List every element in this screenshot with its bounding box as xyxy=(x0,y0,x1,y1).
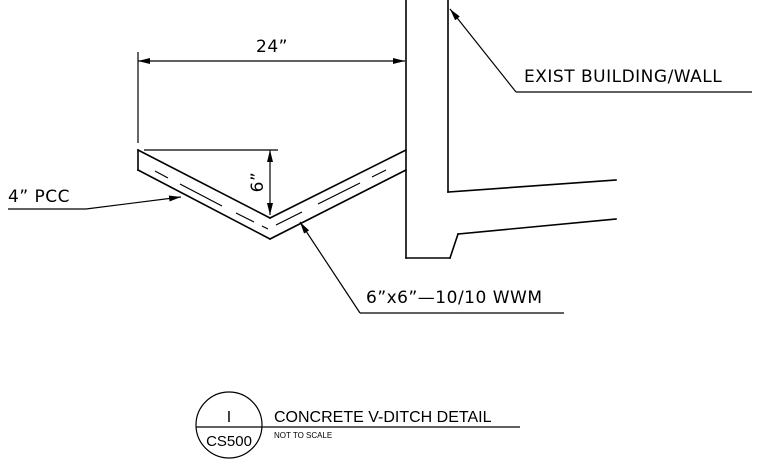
detail-number: I xyxy=(227,409,231,426)
detail-subtitle: NOT TO SCALE xyxy=(274,431,332,440)
detail-bubble xyxy=(195,391,263,459)
detail-title-block xyxy=(195,391,520,459)
pcc-leader xyxy=(8,195,182,210)
depth-dimension xyxy=(144,149,278,215)
wall-leader xyxy=(449,8,752,93)
pcc-callout-label: 4” PCC xyxy=(8,187,70,207)
v-ditch-slab xyxy=(136,148,408,241)
wire-mesh-dashes xyxy=(154,169,387,230)
detail-title: CONCRETE V-DITCH DETAIL xyxy=(274,409,492,426)
wall-callout-label: EXIST BUILDING/WALL xyxy=(524,67,722,87)
depth-dimension-label: 6” xyxy=(248,172,268,193)
wwm-callout-label: 6”x6”—10/10 WWM xyxy=(366,288,543,308)
sheet-number: CS500 xyxy=(206,433,252,450)
wwm-leader xyxy=(299,221,564,314)
width-dimension-label: 24” xyxy=(256,37,288,57)
width-dimension xyxy=(137,52,405,143)
existing-wall xyxy=(405,0,617,260)
